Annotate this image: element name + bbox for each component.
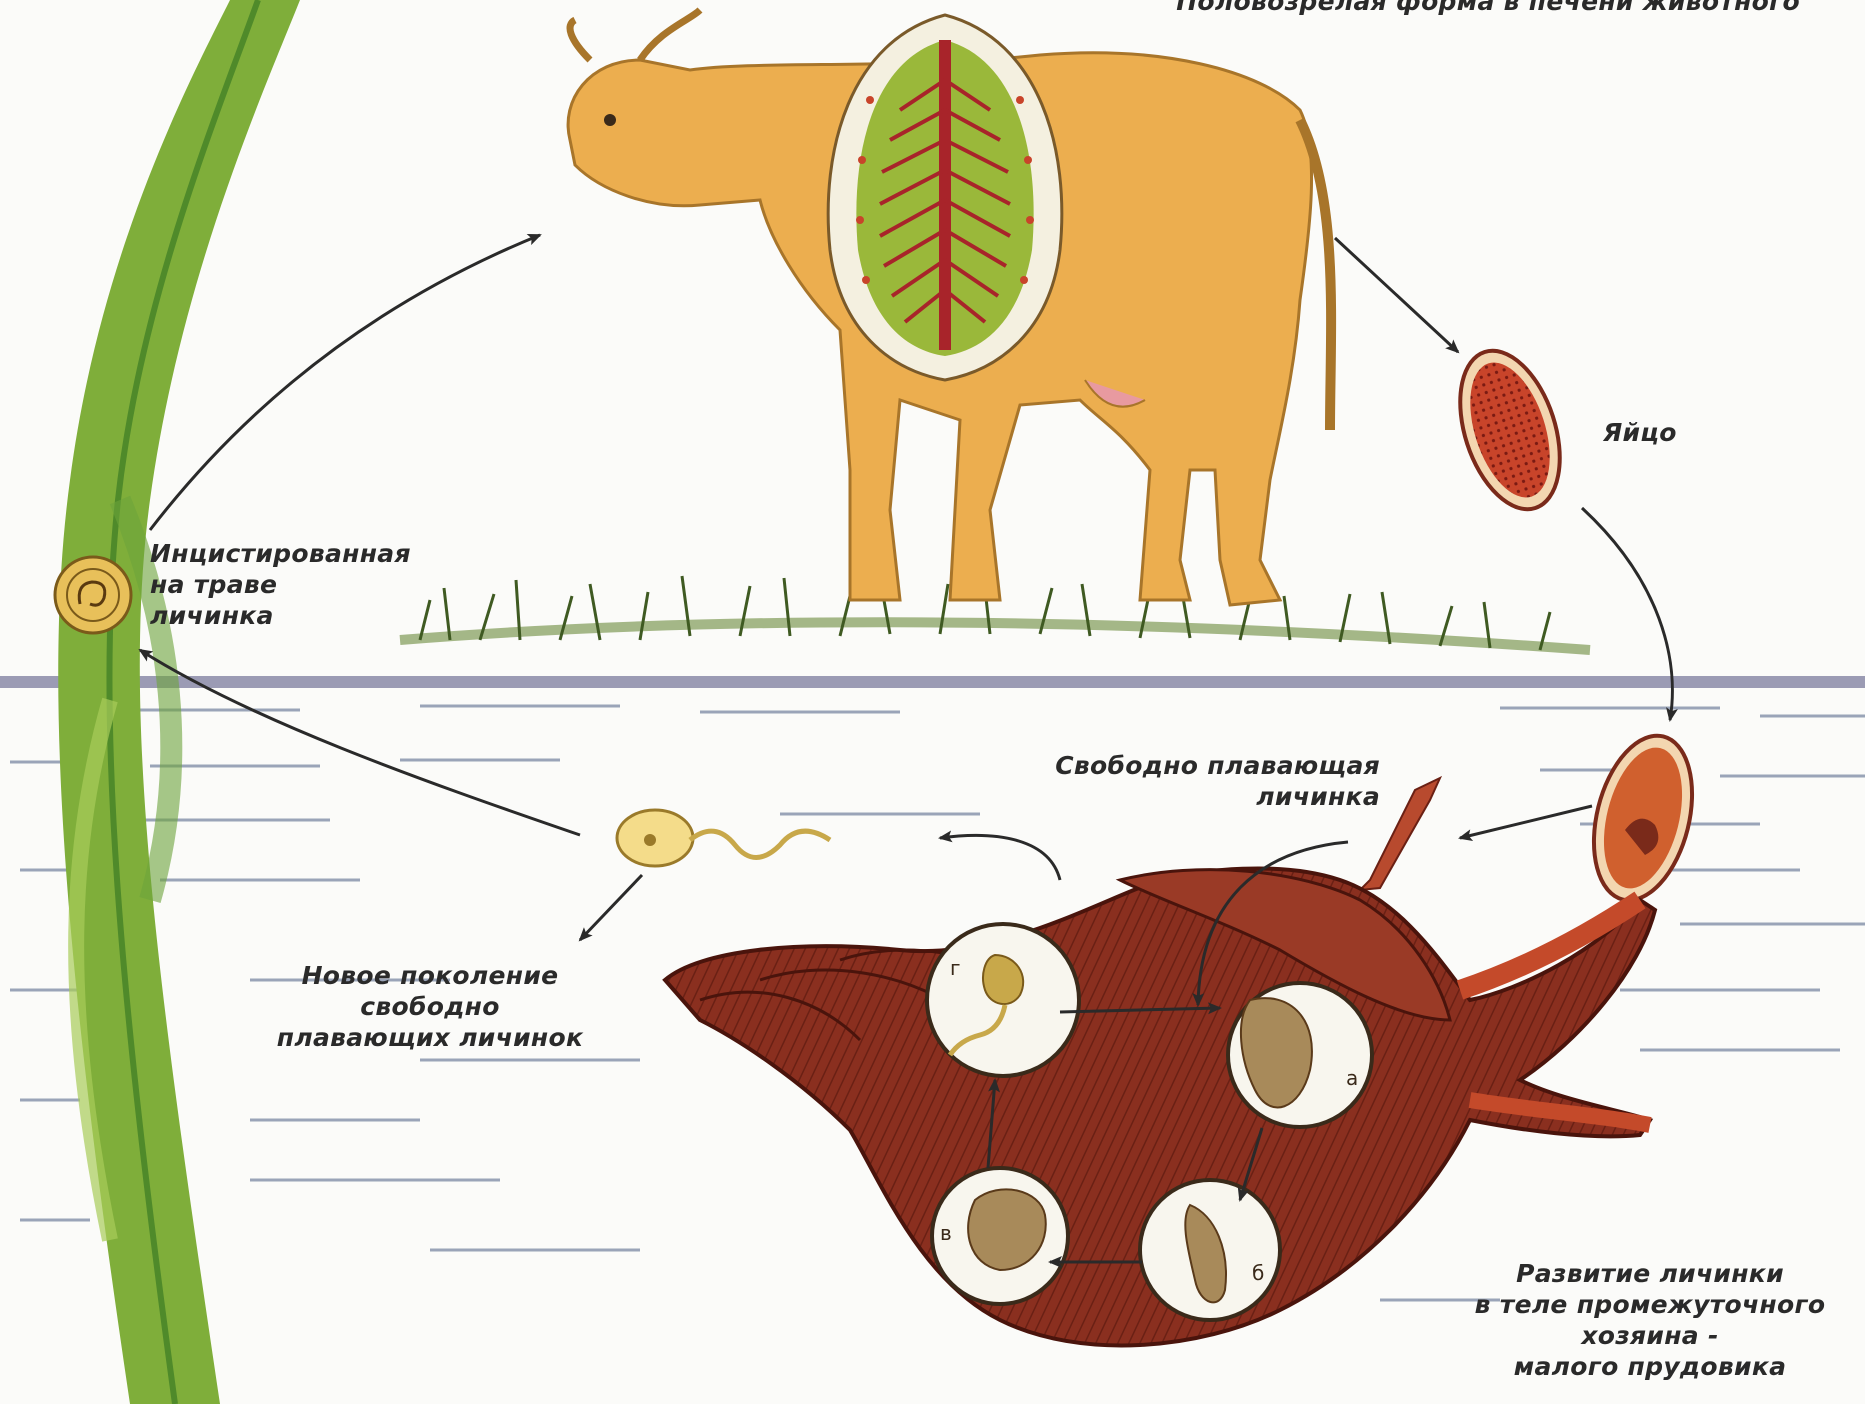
grass-blade [58, 0, 300, 1404]
egg-icon [1442, 338, 1578, 522]
egg-in-water-icon [1578, 725, 1708, 910]
arrow-grass-to-cow [150, 235, 540, 530]
stage-a-letter: а [1346, 1066, 1358, 1090]
encysted-larva-label: Инцистированная на траве личинка [150, 538, 470, 631]
arrow-snail-to-cercaria [940, 835, 1060, 880]
egg-label: Яйцо [1603, 417, 1723, 448]
new-generation-label: Новое поколение свободно плавающих личин… [210, 960, 650, 1053]
development-label: Развитие личинки в теле промежуточного х… [1440, 1258, 1860, 1382]
arrow-egg-to-water [1582, 508, 1672, 720]
arrow-egg-to-miracidium [1460, 806, 1592, 838]
encysted-larva-icon [55, 557, 131, 633]
stage-v-circle: в [932, 1168, 1068, 1304]
stage-g-letter: г [950, 956, 961, 980]
stage-b-circle: б [1140, 1180, 1280, 1320]
stage-a-circle: а [1228, 983, 1372, 1127]
stage-v-letter: в [940, 1221, 952, 1245]
free-swimming-larva-label: Свободно плавающая личинка [960, 750, 1380, 812]
stage-b-letter: б [1252, 1261, 1264, 1285]
cercaria-icon [617, 810, 830, 866]
stage-g-circle: г [927, 924, 1079, 1076]
adult-form-label: Половозрелая форма в печени животного [1000, 0, 1800, 17]
water-surface [0, 676, 1865, 688]
arrow-cow-to-egg [1335, 238, 1458, 352]
pointer-new-generation [580, 875, 642, 940]
